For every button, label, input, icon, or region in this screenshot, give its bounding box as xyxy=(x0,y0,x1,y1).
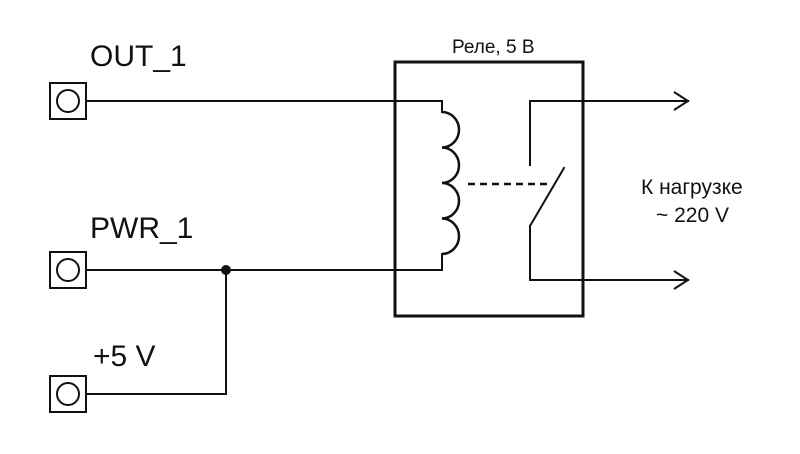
contact-top-wire xyxy=(529,100,689,166)
wire-pwr1 xyxy=(85,253,443,271)
contact-blade xyxy=(528,166,566,228)
output-bottom-arrow-icon xyxy=(673,270,690,290)
pwr1-label: PWR_1 xyxy=(90,212,193,245)
relay-box xyxy=(393,60,585,318)
plus5v-label: +5 V xyxy=(93,340,156,373)
relay-coil-icon xyxy=(441,110,461,256)
out1-label: OUT_1 xyxy=(90,40,187,73)
terminal-plus5v[interactable] xyxy=(49,375,87,413)
load-label-line2: ~ 220 V xyxy=(656,204,729,227)
relay-title: Реле, 5 В xyxy=(452,37,535,58)
terminal-pwr1-screw-icon xyxy=(56,258,80,282)
contact-bottom-wire xyxy=(529,225,689,281)
wire-out1 xyxy=(85,100,443,113)
terminal-out1[interactable] xyxy=(49,82,87,120)
load-label-line1: К нагрузке xyxy=(641,176,743,199)
terminal-plus5v-screw-icon xyxy=(56,382,80,406)
output-top-arrow-icon xyxy=(673,91,690,111)
wire-plus5v xyxy=(85,269,227,395)
terminal-out1-screw-icon xyxy=(56,89,80,113)
terminal-pwr1[interactable] xyxy=(49,251,87,289)
